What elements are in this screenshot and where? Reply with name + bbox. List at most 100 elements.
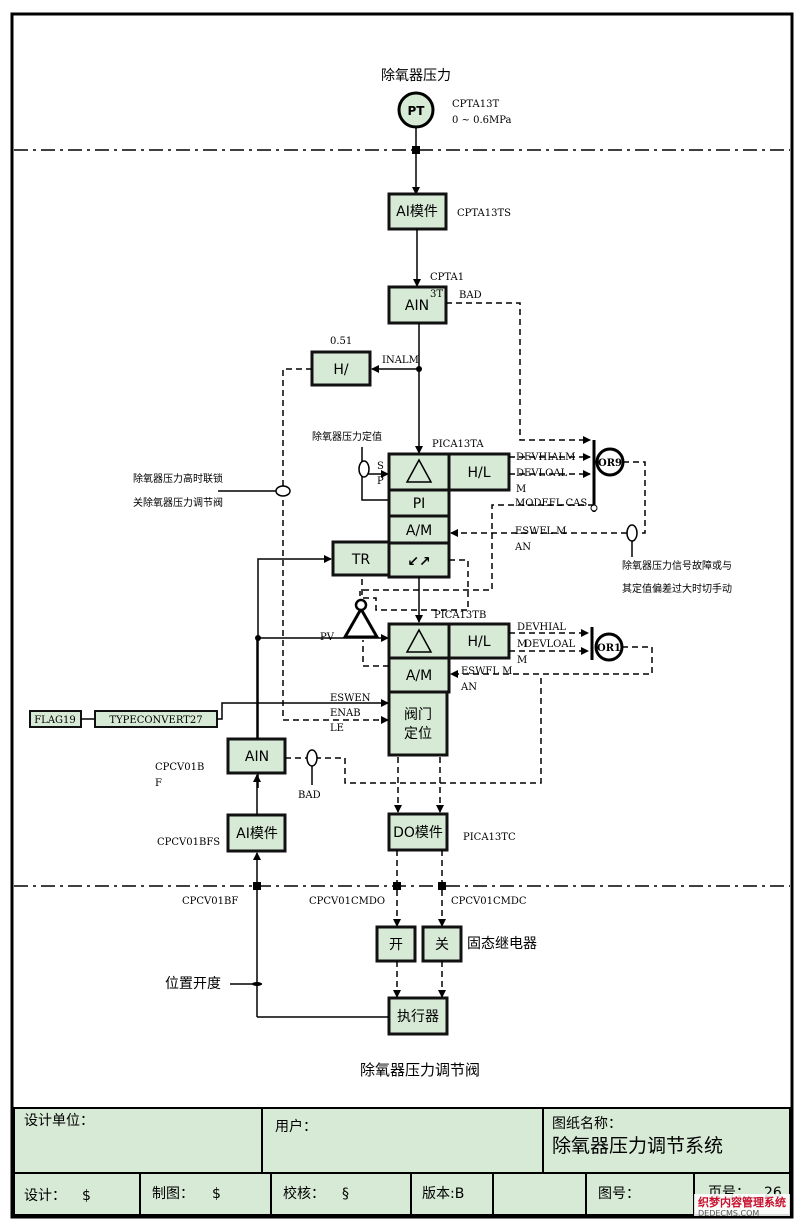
title-block xyxy=(13,1107,791,1216)
devloal-2-m: M xyxy=(517,655,527,666)
devloal-2: DEVLOAL xyxy=(524,639,576,650)
checker-label: 校核： xyxy=(283,1185,325,1202)
drawing-name: 除氧器压力调节系统 xyxy=(552,1135,723,1157)
actuator-label: 执行器 xyxy=(397,1009,439,1025)
hl-small-interlock-dashed xyxy=(282,368,389,724)
design-unit-label: 设计单位： xyxy=(24,1113,94,1129)
pv-amplifier xyxy=(342,605,380,639)
pica13ta-am-label: A/M xyxy=(406,523,432,539)
ain-block-1[interactable] xyxy=(387,285,448,325)
pica13tb-am-label: A/M xyxy=(406,668,432,684)
cpcv01bf-tag: CPCV01BF xyxy=(182,896,238,907)
eswfl-1-an: AN xyxy=(514,542,531,553)
designer-label: 设计： xyxy=(24,1188,66,1204)
watermark-line2: DEDECMS.COM xyxy=(698,1209,759,1218)
open-label: 开 xyxy=(389,937,403,953)
typeconvert-label: TYPECONVERT27 xyxy=(109,715,202,726)
tr-feedback-dashed xyxy=(361,559,469,611)
ain-2-tag-b: F xyxy=(155,778,162,789)
valve-position-label: 位置开度 xyxy=(165,976,221,992)
watermark-line1: 织梦内容管理系统 xyxy=(698,1195,786,1209)
eswfl-2: ESWFL M xyxy=(461,666,512,677)
tr-label: TR xyxy=(351,552,371,568)
interlock-note-2: 关除氧器压力调节阀 xyxy=(133,496,223,509)
pica13tb-hl-block[interactable] xyxy=(447,622,511,660)
pica13tb-hl-label: H/L xyxy=(467,634,490,650)
drafter-value: $ xyxy=(212,1186,221,1202)
io-point-cpcv01bf xyxy=(253,882,261,890)
pica13ta-transfer-block[interactable] xyxy=(387,541,451,579)
valve-positioner-block[interactable] xyxy=(387,690,449,757)
io-point-cmdo xyxy=(393,882,401,890)
do-module-tag: PICA13TC xyxy=(463,832,516,843)
io-point-cmdc xyxy=(438,882,446,890)
eswfl-2-dashed xyxy=(450,646,653,678)
esw-enab-3: LE xyxy=(330,723,344,734)
or9-invert-pin xyxy=(590,504,598,512)
drawing-no-label: 图号： xyxy=(598,1186,640,1202)
devloal-1-m: M xyxy=(516,484,526,495)
valve-pos-line2: 定位 xyxy=(404,726,432,742)
delta-icon-2 xyxy=(405,628,433,653)
checker-value: § xyxy=(342,1186,349,1202)
devloal-1: DEVLOAL xyxy=(516,468,568,479)
pica13ta-tag: PICA13TA xyxy=(432,439,484,450)
version-label: 版本:B xyxy=(422,1186,464,1202)
hl-small-inalm: INALM xyxy=(382,355,419,366)
cpcv01cmdc-tag: CPCV01CMDC xyxy=(451,896,527,907)
pica13ta-pi-block[interactable] xyxy=(387,488,451,518)
tr-block[interactable] xyxy=(331,540,391,577)
ai-module-1-tag: CPTA13TS xyxy=(457,208,511,219)
not-gate-interlock xyxy=(275,485,291,497)
sp-s-label: S xyxy=(377,461,384,472)
pv-amplifier-pin xyxy=(354,598,368,612)
watermark-bg xyxy=(694,1194,790,1216)
ain-2-bad: BAD xyxy=(298,790,321,801)
junction-pv xyxy=(255,635,261,641)
eswfl-1: ESWFL M xyxy=(515,526,566,537)
valve-position-dot xyxy=(252,982,262,986)
pica13ta-hl-label: H/L xyxy=(467,465,490,481)
ain1-bad-dashed xyxy=(446,302,591,444)
ain-2-tag-a: CPCV01B xyxy=(155,762,204,773)
do-module-label: DO模件 xyxy=(393,825,443,841)
pica13tb-am-block[interactable] xyxy=(387,656,451,694)
user-label: 用户： xyxy=(275,1118,317,1135)
drawing-name-label: 图纸名称： xyxy=(552,1116,622,1132)
devhialm-2-m: M xyxy=(517,639,527,650)
ain2-bad-not-gate xyxy=(306,749,318,767)
ai-module-1[interactable] xyxy=(387,192,448,231)
pica13ta-hl-block[interactable] xyxy=(447,452,511,492)
or9-label: OR9 xyxy=(598,458,622,469)
pica13tb-mode-dashed xyxy=(362,640,389,667)
open-relay[interactable] xyxy=(375,925,417,963)
relay-label: 固态继电器 xyxy=(467,936,537,952)
ai-module-2[interactable] xyxy=(226,813,287,853)
fault-note-1: 除氧器压力信号故障或与 xyxy=(622,559,732,572)
ain-1-tag-a: CPTA1 xyxy=(430,272,464,283)
ain-2-label: AIN xyxy=(245,749,269,765)
sp-p-label: P xyxy=(377,476,384,487)
valve-pos-line1: 阀门 xyxy=(404,707,432,723)
modefl-dashed xyxy=(359,504,594,596)
flag19-label: FLAG19 xyxy=(34,715,76,726)
do-module[interactable] xyxy=(387,812,449,852)
cpcv01cmdo-tag: CPCV01CMDO xyxy=(309,896,385,907)
ai-module-1-label: AI模件 xyxy=(396,204,438,220)
or9-output-dashed xyxy=(623,461,646,534)
ain2-to-tr xyxy=(257,555,332,788)
actuator-block[interactable] xyxy=(387,996,449,1036)
hl-small-label: H/ xyxy=(333,362,349,378)
ai-module-2-label: AI模件 xyxy=(236,826,278,842)
drafter-label: 制图： xyxy=(152,1186,194,1202)
fault-not-gate xyxy=(626,524,638,542)
ai-module-2-tag: CPCV01BFS xyxy=(157,837,220,848)
typeconvert-to-valve xyxy=(217,699,389,720)
designer-value: $ xyxy=(82,1188,91,1204)
setpoint-label: 除氧器压力定值 xyxy=(312,430,382,443)
modefl-cas: MODEFL CAS xyxy=(515,498,587,509)
close-label: 关 xyxy=(435,937,449,953)
ain-1-label: AIN xyxy=(405,298,429,314)
delta-icon xyxy=(405,458,433,483)
